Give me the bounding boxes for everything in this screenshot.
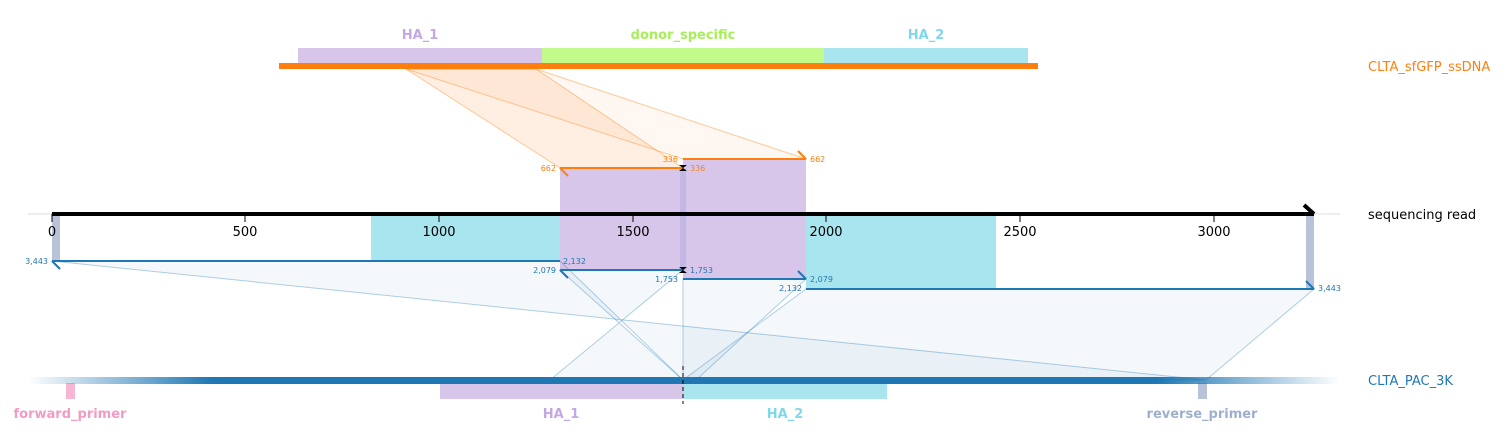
read-tick-label-3000: 3000	[1197, 225, 1230, 240]
target-feature-ha2-bar	[683, 383, 887, 399]
read-tick-label-0: 0	[48, 225, 56, 240]
target-alignment-4-start-label: 2,132	[779, 284, 802, 293]
target-feature-forward-primer-label: forward_primer	[14, 407, 128, 422]
read-ha2-right-region	[806, 214, 996, 289]
target-alignment-3-start-label: 1,753	[655, 275, 678, 284]
target-alignment-2-start-hook	[559, 269, 569, 279]
donor-name-label: CLTA_sfGFP_ssDNA	[1368, 60, 1490, 75]
read-ha1-right-region	[683, 159, 806, 279]
donor-alignment-1-end-label: 336	[690, 164, 705, 173]
target-feature-ha2-label: HA_2	[767, 407, 804, 422]
donor-feature-ha1-bar	[298, 48, 542, 64]
target-alignment-2-end-label: 1,753	[690, 266, 713, 275]
read-donor-overlap-strip	[680, 168, 686, 270]
donor-alignment-fans	[404, 68, 807, 169]
donor-feature-donor-specific-bar	[542, 48, 824, 64]
donor-line	[279, 63, 1038, 69]
donor-alignment-1-start-hook	[559, 167, 569, 177]
donor-alignment-1-start-label: 662	[541, 164, 556, 173]
read-tick-label-500: 500	[233, 225, 258, 240]
read-tick-label-2500: 2500	[1003, 225, 1036, 240]
target-feature-ha1-label: HA_1	[543, 407, 580, 422]
read-axis-arrow-head	[1302, 203, 1316, 216]
read-features	[52, 159, 1314, 289]
target-alignment-4-end-label: 3,443	[1318, 284, 1341, 293]
read-ha2-left-region	[371, 214, 560, 261]
donor-alignment-2-end-hook	[797, 150, 807, 160]
target-alignment-4-end-hook	[1305, 280, 1315, 290]
target-feature-reverse-primer-bar	[1198, 383, 1207, 399]
donor-feature-ha2-bar	[824, 48, 1028, 64]
donor-junction-marker	[679, 165, 687, 171]
donor-feature-ha2-label: HA_2	[908, 28, 945, 43]
donor-alignment-2-end-label: 662	[810, 155, 825, 164]
target-alignment-lines: 3,443 2,132 2,079 1,753 1,753 2,079 2,13…	[25, 257, 1341, 293]
target-feature-reverse-primer-label: reverse_primer	[1147, 407, 1259, 422]
read-axis: 0 500 1000 1500 2000 2500 3000 sequencin…	[28, 203, 1476, 240]
target-alignment-1-end-label: 2,132	[563, 257, 586, 266]
read-axis-ticks: 0 500 1000 1500 2000 2500 3000	[48, 214, 1231, 240]
target-alignment-3-end-label: 2,079	[810, 275, 833, 284]
target-feature-forward-primer-bar	[66, 383, 75, 399]
target-feature-ha1-bar	[440, 383, 683, 399]
target-alignment-1-start-hook	[51, 260, 61, 270]
donor-feature-ha1-label: HA_1	[402, 28, 439, 43]
target-alignment-3-end-hook	[797, 270, 807, 280]
donor-feature-donor-specific-label: donor_specific	[631, 28, 736, 43]
target-line	[28, 377, 1340, 384]
donor-alignment-2-start-label: 336	[663, 155, 678, 164]
read-tick-label-1500: 1500	[616, 225, 649, 240]
target-alignment-1-start-label: 3,443	[25, 257, 48, 266]
donor-alignment-lines: 662 336 336 662	[541, 150, 825, 177]
target-junction-marker	[679, 267, 687, 273]
read-primer-right	[1306, 214, 1314, 289]
read-primer-left	[52, 214, 60, 261]
read-tick-label-1000: 1000	[422, 225, 455, 240]
read-tick-label-2000: 2000	[809, 225, 842, 240]
read-name-label: sequencing read	[1368, 208, 1476, 223]
target-track: forward_primer HA_1 HA_2 reverse_primer …	[14, 366, 1453, 422]
donor-track: HA_1 donor_specific HA_2 CLTA_sfGFP_ssDN…	[279, 28, 1490, 75]
read-ha1-left-region	[560, 168, 683, 270]
target-name-label: CLTA_PAC_3K	[1368, 374, 1453, 389]
target-alignment-2-start-label: 2,079	[533, 266, 556, 275]
